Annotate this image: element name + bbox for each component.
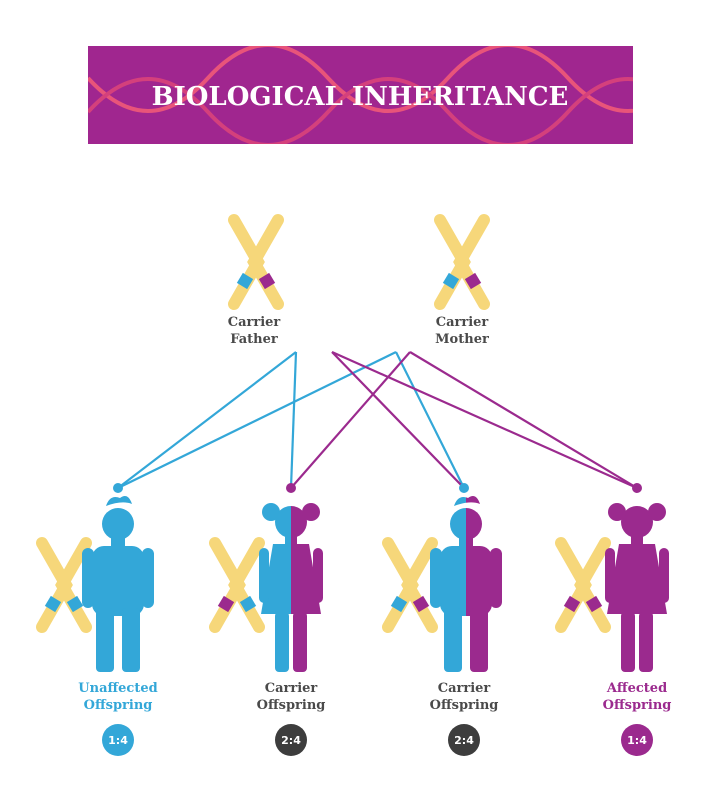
ratio-text: 2:4 <box>281 734 301 747</box>
mother-label-line1: Carrier <box>436 315 489 330</box>
ratio-badge-unaffected: 1:4 <box>102 724 134 756</box>
offspring-3-label-line1: Carrier <box>438 681 491 696</box>
ratio-badge-carrier-girl: 2:4 <box>275 724 307 756</box>
endpoint-dot <box>632 483 642 493</box>
affected-offspring-icon <box>605 503 669 672</box>
mother-chromosome-icon <box>440 220 484 304</box>
endpoint-dot <box>286 483 296 493</box>
page-title: BIOLOGICAL INHERITANCE <box>152 82 569 112</box>
carrier-boy-chromosome-icon <box>388 543 432 627</box>
ratio-badge-affected: 1:4 <box>621 724 653 756</box>
carrier-mother-icon <box>375 183 439 352</box>
endpoint-dot <box>113 483 123 493</box>
affected-chromosome-icon <box>561 543 605 627</box>
mother-label-line2: Mother <box>435 332 489 347</box>
father-face <box>307 196 325 212</box>
offspring-1-label-line1: Unaffected <box>78 681 157 696</box>
offspring-2-label-line2: Offspring <box>257 698 326 713</box>
line-endpoints <box>113 483 642 493</box>
mother-right-half <box>375 183 439 352</box>
father-label-line2: Father <box>230 332 278 347</box>
father-chromosome-icon <box>234 220 278 304</box>
carrier-father-icon <box>280 176 352 352</box>
unaffected-offspring-icon <box>82 496 154 672</box>
mother-face <box>398 196 416 212</box>
father-right-half <box>280 176 352 352</box>
offspring-3-label-line2: Offspring <box>430 698 499 713</box>
offspring-4-label-line1: Affected <box>606 681 667 696</box>
offspring-4-label-line2: Offspring <box>603 698 672 713</box>
dna-helix-decoration <box>88 46 633 144</box>
title-banner: BIOLOGICAL INHERITANCE <box>88 46 633 144</box>
unaffected-chromosome-icon <box>42 543 86 627</box>
offspring-1-label-line2: Offspring <box>84 698 153 713</box>
inheritance-lines <box>117 350 638 490</box>
ratio-text: 2:4 <box>454 734 474 747</box>
ratio-text: 1:4 <box>108 734 128 747</box>
offspring-2-label-line1: Carrier <box>265 681 318 696</box>
endpoint-dot <box>459 483 469 493</box>
ratio-badge-carrier-boy: 2:4 <box>448 724 480 756</box>
carrier-girl-chromosome-icon <box>215 543 259 627</box>
father-label-line1: Carrier <box>228 315 281 330</box>
ratio-text: 1:4 <box>627 734 647 747</box>
